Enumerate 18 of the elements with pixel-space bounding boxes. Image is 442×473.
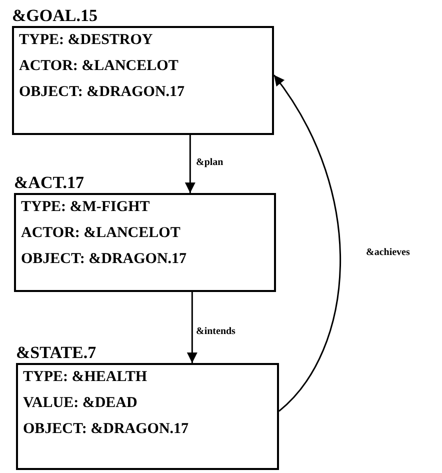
slot-text: TYPE: &M-FIGHT bbox=[21, 199, 150, 216]
edge-label: &achieves bbox=[365, 247, 411, 258]
slot-text: ACTOR: &LANCELOT bbox=[19, 58, 178, 75]
arrow bbox=[273, 74, 341, 412]
slot-text: ACTOR: &LANCELOT bbox=[21, 225, 180, 242]
arrow bbox=[184, 135, 196, 193]
frame-heading: &GOAL.15 bbox=[12, 7, 98, 25]
frame-heading: &STATE.7 bbox=[16, 344, 96, 362]
slot-text: OBJECT: &DRAGON.17 bbox=[19, 84, 185, 101]
slot-text: TYPE: &HEALTH bbox=[23, 369, 148, 386]
frame-heading: &ACT.17 bbox=[14, 174, 84, 192]
edge-label: &plan bbox=[195, 157, 224, 168]
edge-label: &intends bbox=[195, 326, 236, 337]
slot-text: OBJECT: &DRAGON.17 bbox=[23, 421, 189, 438]
slot-text: VALUE: &DEAD bbox=[23, 395, 138, 412]
arrow bbox=[186, 292, 198, 363]
slot-text: TYPE: &DESTROY bbox=[19, 32, 153, 49]
slot-text: OBJECT: &DRAGON.17 bbox=[21, 251, 187, 268]
